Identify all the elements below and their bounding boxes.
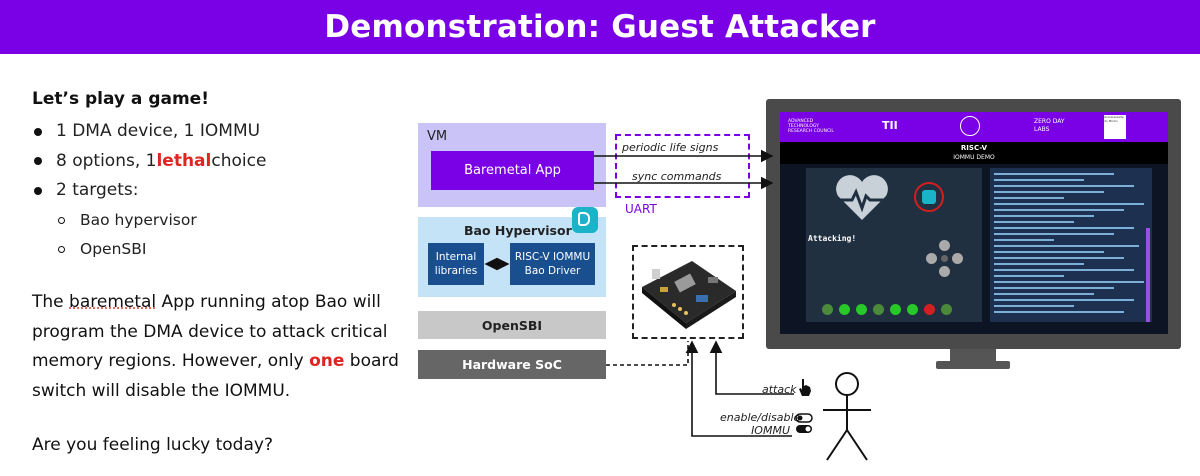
riscv-banner: RISC-V IOMMU DEMO [780, 142, 1168, 164]
target-text: OpenSBI [80, 240, 147, 258]
enable-disable-label: enable/disable IOMMU [720, 411, 801, 437]
option-indicator-row [822, 304, 972, 316]
option-indicator [856, 304, 867, 315]
option-indicator [822, 304, 833, 315]
opensbi-box: OpenSBI [418, 311, 606, 339]
atrc-logo: ADVANCED TECHNOLOGY RESEARCH COUNCIL [788, 119, 834, 134]
option-indicator [907, 304, 918, 315]
lab-logo-icon [960, 116, 980, 136]
bullet-dot-icon [34, 186, 42, 195]
life-signs-label: periodic life signs [622, 141, 719, 154]
sync-commands-label: sync commands [632, 170, 722, 183]
bullet-text: 8 options, 1 [56, 150, 157, 171]
logo-banner: ADVANCED TECHNOLOGY RESEARCH COUNCIL TII… [780, 112, 1168, 142]
option-indicator [839, 304, 850, 315]
fpga-board-icon [642, 261, 736, 329]
option-indicator [873, 304, 884, 315]
bullet-1: 1 DMA device, 1 IOMMU [32, 117, 266, 147]
hardware-soc-label: Hardware SoC [462, 357, 562, 372]
sub-bullet-icon [58, 216, 65, 224]
sub-bullet-icon [58, 246, 65, 254]
lethal-emphasis: lethal [156, 150, 212, 171]
uart-log-panel [990, 168, 1152, 322]
title-text: Demonstration: Guest Attacker [324, 9, 876, 45]
bullet-2: 8 options, 1 lethal choice [32, 147, 266, 177]
monitor-screen: ADVANCED TECHNOLOGY RESEARCH COUNCIL TII… [780, 112, 1168, 334]
one-emphasis: one [309, 351, 345, 371]
iommu-driver-line2: Bao Driver [524, 265, 581, 277]
internal-libraries-box: Internal libraries [428, 243, 484, 285]
bullet-3: 2 targets: [32, 176, 266, 206]
enable-disable-line1: enable/disable [720, 411, 801, 424]
heart-icon [836, 175, 888, 220]
closing-question: Are you feeling lucky today? [32, 435, 273, 455]
option-indicator [924, 304, 935, 315]
baremetal-app-label: Baremetal App [464, 163, 561, 178]
target-item: Bao hypervisor [32, 206, 266, 236]
uart-box [615, 134, 750, 198]
bullet-list: 1 DMA device, 1 IOMMU 8 options, 1 letha… [32, 117, 266, 265]
opensbi-label: OpenSBI [481, 317, 543, 333]
bao-hypervisor-label: Bao Hypervisor [464, 223, 572, 238]
option-indicator [941, 304, 952, 315]
bullet-text: 2 targets: [56, 180, 139, 200]
riscv-banner-sub: IOMMU DEMO [953, 154, 995, 161]
bao-target-icon [914, 182, 944, 212]
description-paragraph: The baremetal App running atop Bao will … [32, 292, 399, 401]
monitor-base [936, 361, 1010, 369]
tii-logo: TII [882, 119, 898, 132]
internal-libraries-line1: Internal [435, 251, 477, 263]
bullet-dot-icon [34, 157, 42, 166]
log-text-lines [994, 173, 1150, 322]
riscv-banner-title: RISC-V [960, 144, 988, 152]
toggle-switch-icon [795, 413, 813, 433]
bullet-text: choice [211, 150, 267, 171]
baremetal-word: baremetal [69, 292, 157, 312]
dpad-icon [926, 240, 964, 278]
uart-label: UART [625, 202, 657, 216]
option-indicator [890, 304, 901, 315]
bullet-dot-icon [34, 127, 42, 136]
user-icon [823, 372, 871, 461]
bullet-text: 1 DMA device, 1 IOMMU [56, 121, 261, 141]
target-item: OpenSBI [32, 235, 266, 265]
attacking-status: Attacking! [808, 234, 857, 243]
internal-libraries-line2: libraries [434, 265, 478, 277]
pointer-hand-icon [799, 379, 811, 396]
enable-disable-line2: IOMMU [751, 424, 790, 437]
target-text: Bao hypervisor [80, 210, 197, 229]
attack-label: attack [762, 383, 797, 396]
uminho-logo: Universidade do Minho [1104, 115, 1126, 139]
vm-label: VM [427, 129, 448, 144]
slide-title: Demonstration: Guest Attacker [0, 0, 1200, 54]
intro-text: Let’s play a game! [32, 89, 209, 109]
baremetal-app-box: Baremetal App [431, 151, 594, 190]
zeroday-logo: ZERO DAY LABS [1034, 118, 1065, 133]
iommu-driver-box: RISC-V IOMMU Bao Driver [510, 243, 595, 285]
hardware-soc-box: Hardware SoC [418, 350, 606, 379]
bao-logo-icon [572, 207, 598, 233]
board-box [632, 245, 744, 339]
iommu-driver-line1: RISC-V IOMMU [514, 251, 591, 263]
monitor-neck [950, 349, 996, 361]
game-panel: Attacking! [806, 168, 982, 322]
